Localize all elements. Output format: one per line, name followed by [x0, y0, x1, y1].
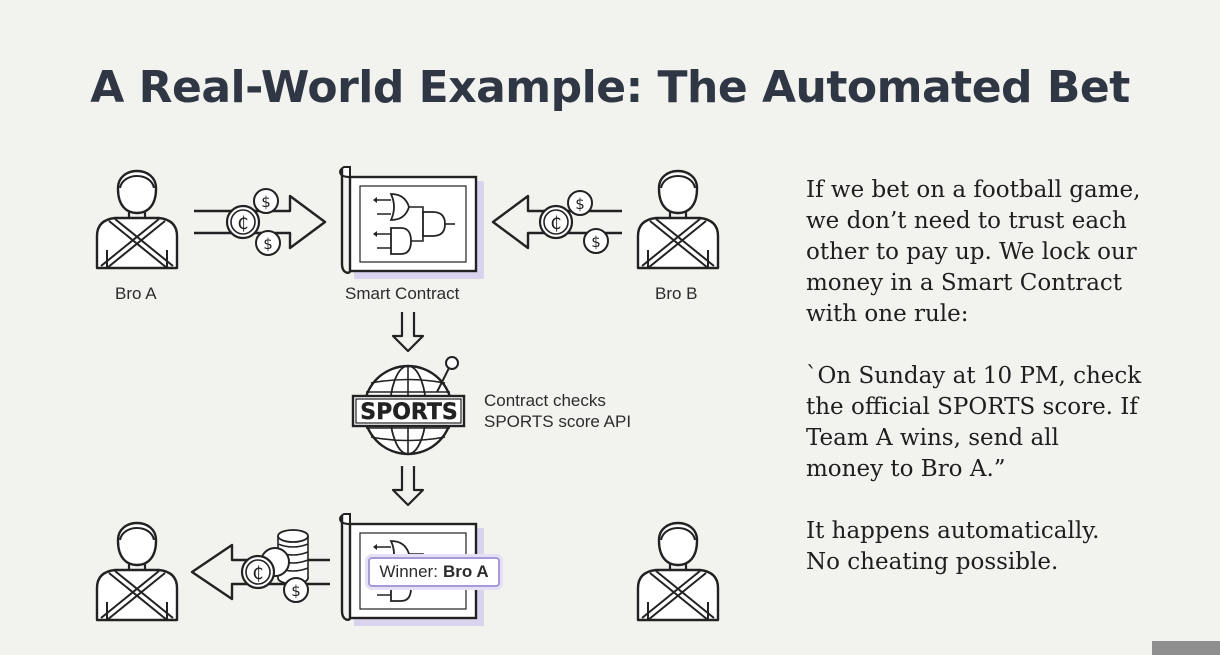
- bro-a-payment-arrow-icon: [194, 188, 327, 256]
- coin-stack-icon: [260, 529, 309, 585]
- winner-person-icon: [95, 521, 179, 622]
- oracle-caption-line: SPORTS score API: [484, 412, 632, 431]
- text-line: It happens automatically.: [806, 518, 1100, 544]
- oracle-caption-line: Contract checks: [484, 391, 606, 410]
- winner-prefix: Winner:: [379, 562, 438, 581]
- bro-b-payment-arrow-icon: [491, 190, 622, 254]
- text-line: money to Bro A.”: [806, 456, 1006, 482]
- winner-badge: Winner:Bro A: [368, 557, 500, 587]
- explanation-paragraph-1: If we bet on a football game, we don’t n…: [806, 175, 1206, 330]
- text-line: If we bet on a football game,: [806, 177, 1141, 203]
- loser-person-icon: [636, 521, 720, 622]
- oracle-caption: Contract checks SPORTS score API: [484, 390, 631, 432]
- text-line: we don’t need to trust each: [806, 208, 1127, 234]
- slide-corner-tab: [1152, 641, 1220, 655]
- sports-badge-label: SPORTS: [360, 400, 457, 425]
- sports-globe-icon: SPORTS: [351, 356, 466, 456]
- text-line: the official SPORTS score. If: [806, 394, 1138, 420]
- bro-b-label: Bro B: [655, 284, 698, 303]
- winner-name: Bro A: [442, 562, 489, 581]
- bro-a-person-icon: [95, 169, 179, 270]
- bro-b-person-icon: [636, 169, 720, 270]
- text-line: other to pay up. We lock our: [806, 239, 1137, 265]
- explanation-paragraph-3: It happens automatically. No cheating po…: [806, 516, 1206, 578]
- text-line: money in a Smart Contract: [806, 270, 1123, 296]
- smart-contract-label: Smart Contract: [345, 284, 460, 303]
- text-line: `On Sunday at 10 PM, check: [806, 363, 1142, 389]
- smart-contract-scroll-icon: [339, 166, 484, 279]
- text-line: Team A wins, send all: [806, 425, 1059, 451]
- down-arrow-icon: [391, 466, 425, 507]
- down-arrow-icon: [391, 312, 425, 353]
- text-line: No cheating possible.: [806, 549, 1059, 575]
- explanation-paragraph-2: `On Sunday at 10 PM, check the official …: [806, 361, 1206, 485]
- text-line: with one rule:: [806, 301, 969, 327]
- bro-a-label: Bro A: [115, 284, 157, 303]
- page-title: A Real-World Example: The Automated Bet: [90, 62, 1130, 113]
- payout-arrow-icon: [190, 529, 330, 603]
- explanation-panel: If we bet on a football game, we don’t n…: [806, 175, 1206, 609]
